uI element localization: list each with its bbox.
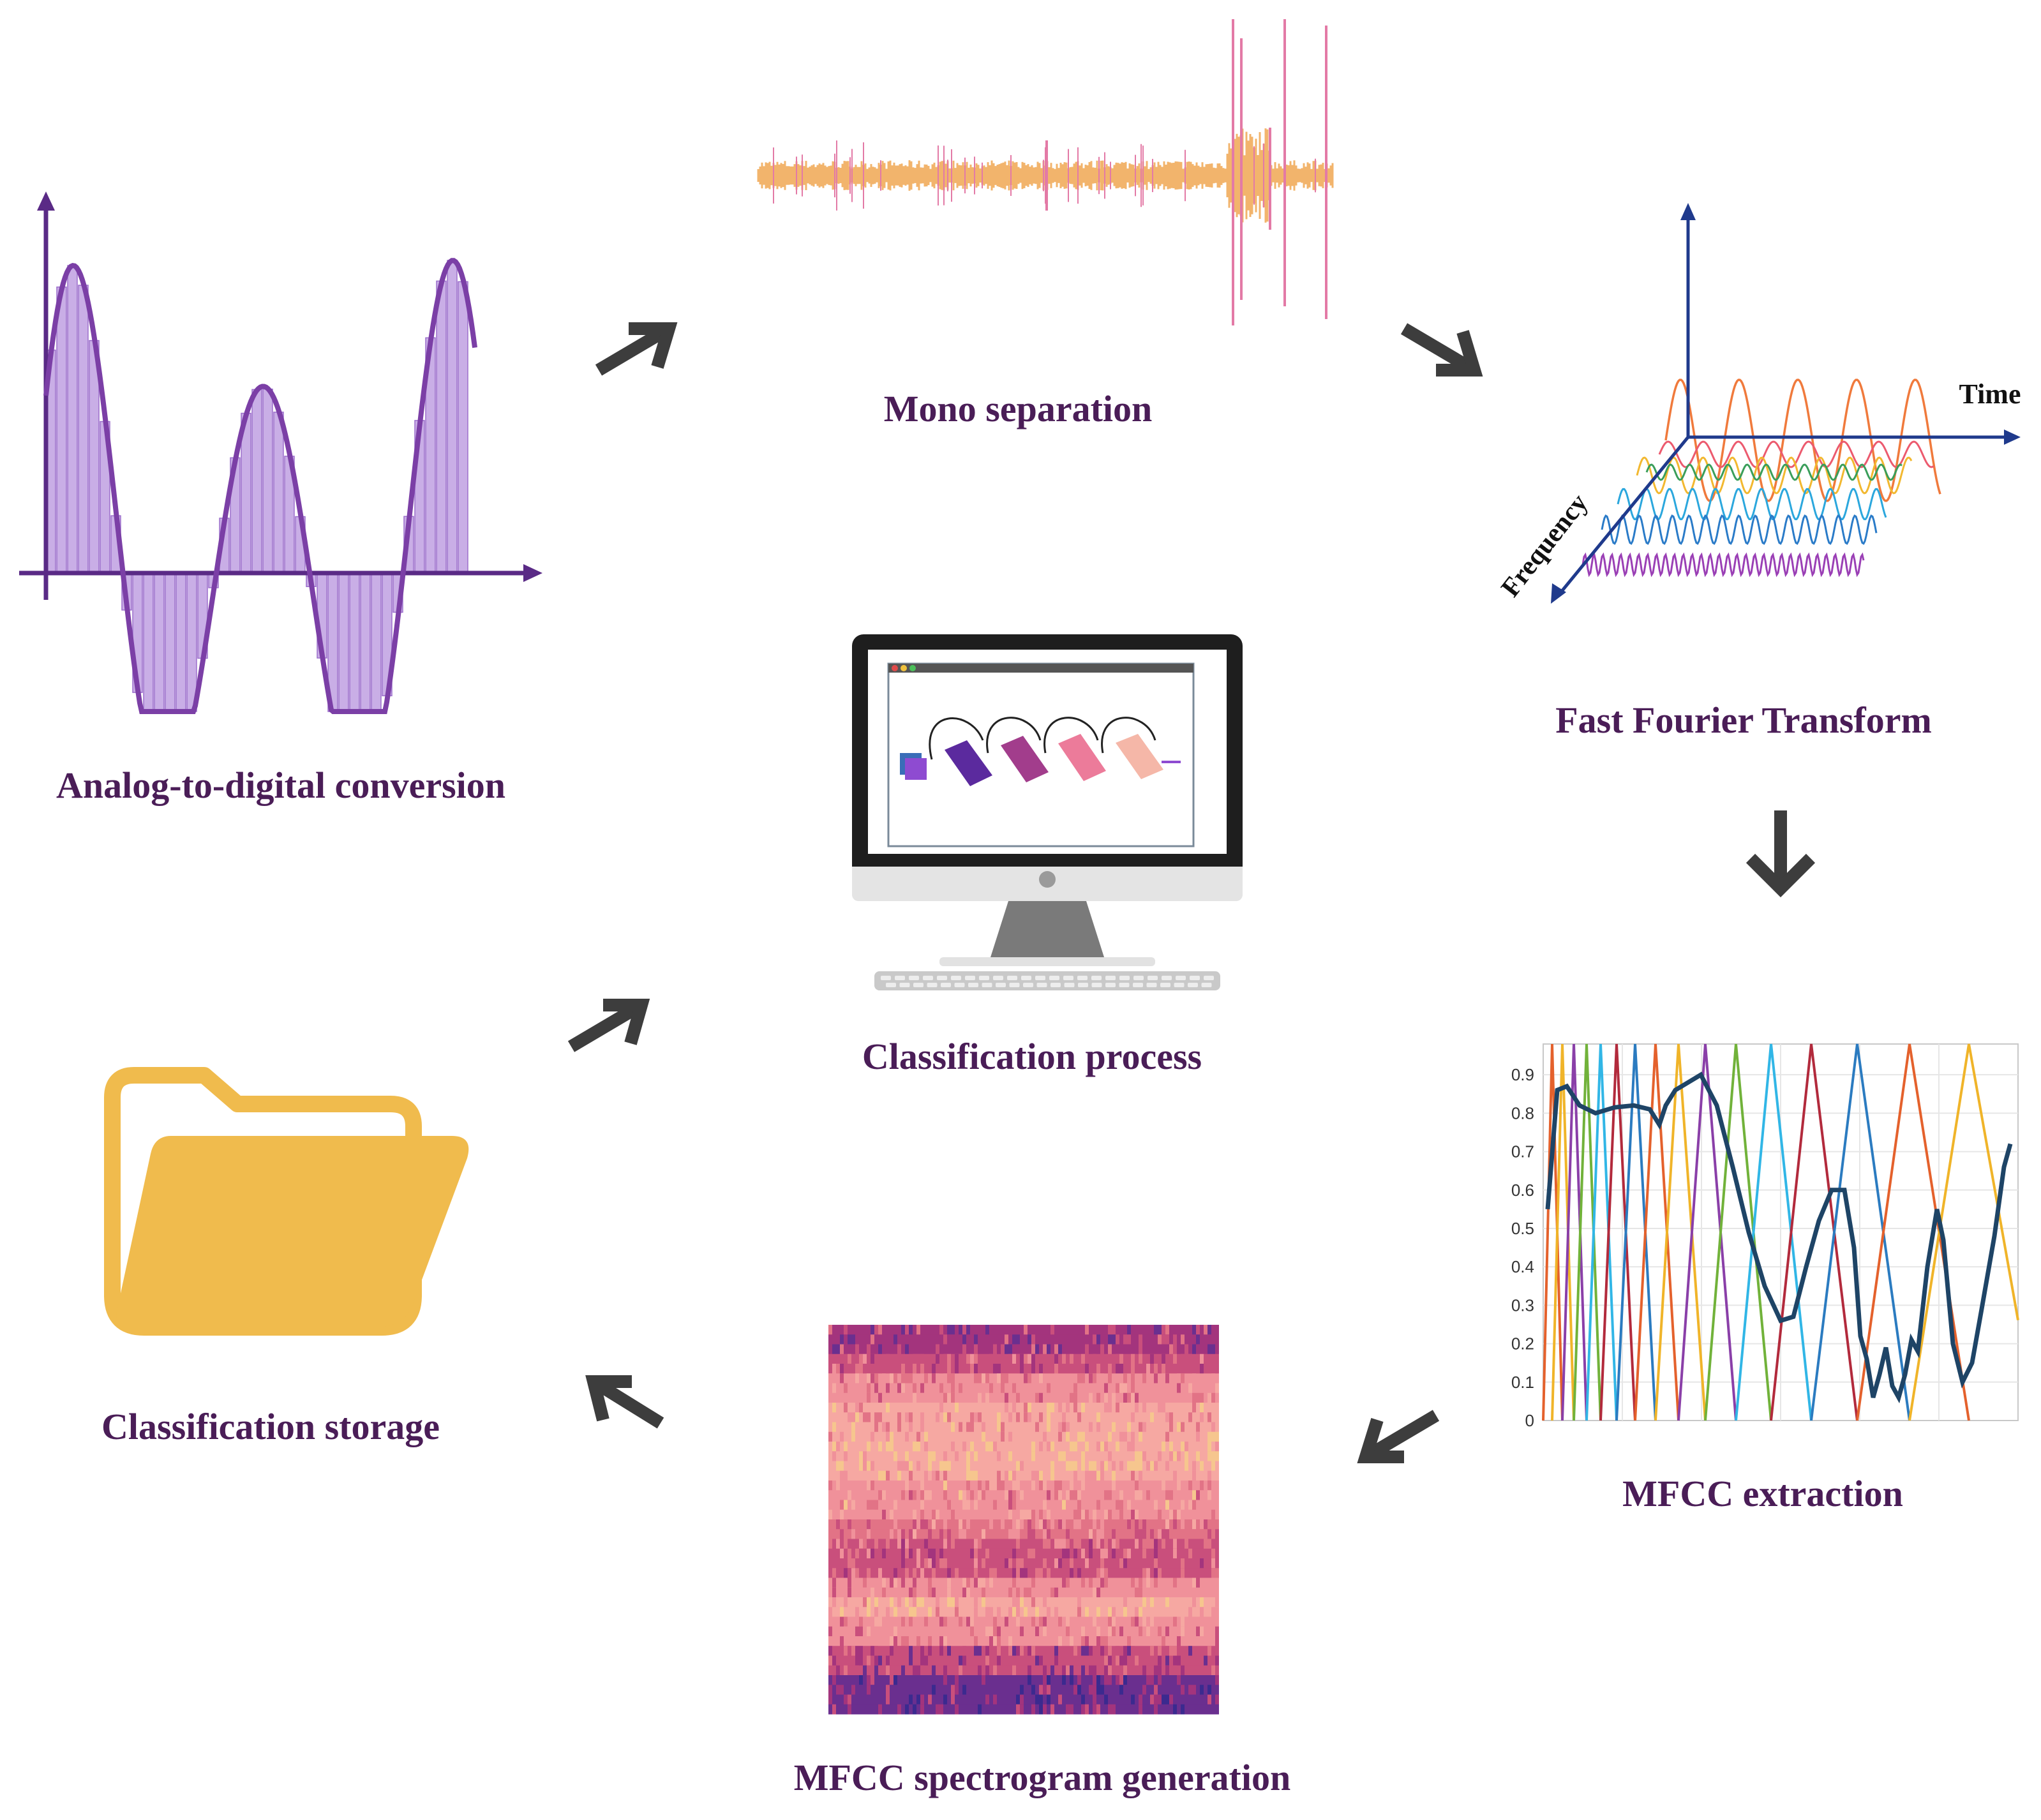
mfcc-y-tick: 0.4 [1511,1257,1534,1276]
adc-sample-bar [360,572,371,712]
mfcc-y-tick: 0.8 [1511,1103,1534,1123]
adc-panel [19,191,542,714]
adc-sample-bar [154,572,165,712]
arrow-icon [1746,810,1816,898]
fft-label: Fast Fourier Transform [1555,699,1932,741]
adc-sample-bar [349,572,360,712]
process-label: Classification process [862,1036,1202,1077]
arrow-icon [1400,323,1483,377]
mono-label: Mono separation [884,388,1153,429]
arrow-icon [1357,1410,1440,1463]
mfcc-label: MFCC extraction [1622,1473,1903,1514]
adc-sample-bar [262,388,273,574]
monitor-icon [852,634,1243,990]
adc-analog-wave [43,258,477,714]
mfcc-y-tick: 0 [1525,1411,1534,1430]
adc-y-arrowhead [37,191,55,211]
fft-time-label: Time [1959,378,2021,410]
mfcc-y-tick: 0.3 [1511,1295,1534,1315]
mfcc-y-tick: 0.7 [1511,1142,1534,1161]
adc-sample-bar [67,265,78,574]
storage-label: Classification storage [101,1406,440,1447]
adc-sample-bars [45,260,468,712]
fft-time-arrowhead [2004,429,2021,445]
mfcc-y-ticks: 0 0.1 0.2 0.3 0.4 0.5 0.6 0.7 0.8 0.9 [1511,1065,1534,1430]
fft-frequency-waves [1581,378,1941,578]
mono-panel [757,19,1334,325]
fft-amplitude-arrowhead [1680,203,1696,220]
mono-waveform [757,19,1334,325]
adc-sample-bar [273,412,284,574]
spectrogram [828,1325,1219,1715]
adc-sample-bar [251,389,262,574]
adc-sample-bar [338,572,349,712]
arrow-icon [585,1375,664,1429]
adc-sample-bar [56,287,67,574]
folder-icon [104,1067,469,1336]
mfcc-y-tick: 0.1 [1511,1373,1534,1392]
mfcc-y-tick: 0.2 [1511,1334,1534,1354]
adc-label: Analog-to-digital conversion [56,765,505,806]
fft-frequency-axis [1556,436,1689,598]
fft-panel: Time Frequency [1496,203,2021,604]
adc-sample-bar [371,572,382,712]
mfcc-curve [1545,1071,2013,1404]
fft-frequency-label: Frequency [1496,489,1594,602]
adc-sample-bar [143,572,154,712]
mfcc-y-tick: 0.5 [1511,1219,1534,1238]
arrow-icon [567,999,650,1052]
adc-sample-bar [447,260,458,574]
mfcc-y-tick: 0.9 [1511,1065,1534,1084]
adc-sample-bar [436,280,447,574]
arrow-icon [595,322,678,376]
mfcc-plot: 0 0.1 0.2 0.3 0.4 0.5 0.6 0.7 0.8 0.9 [1511,1043,2019,1430]
adc-sample-bar [458,281,468,574]
spectrogram-label: MFCC spectrogram generation [794,1757,1291,1798]
adc-sample-bar [186,572,197,712]
adc-x-arrowhead [523,564,542,582]
adc-sample-bar [176,572,186,712]
mfcc-y-tick: 0.6 [1511,1181,1534,1200]
adc-sample-bar [165,572,176,712]
fft-frequency-arrowhead [1551,583,1566,604]
adc-sample-bar [78,285,89,574]
